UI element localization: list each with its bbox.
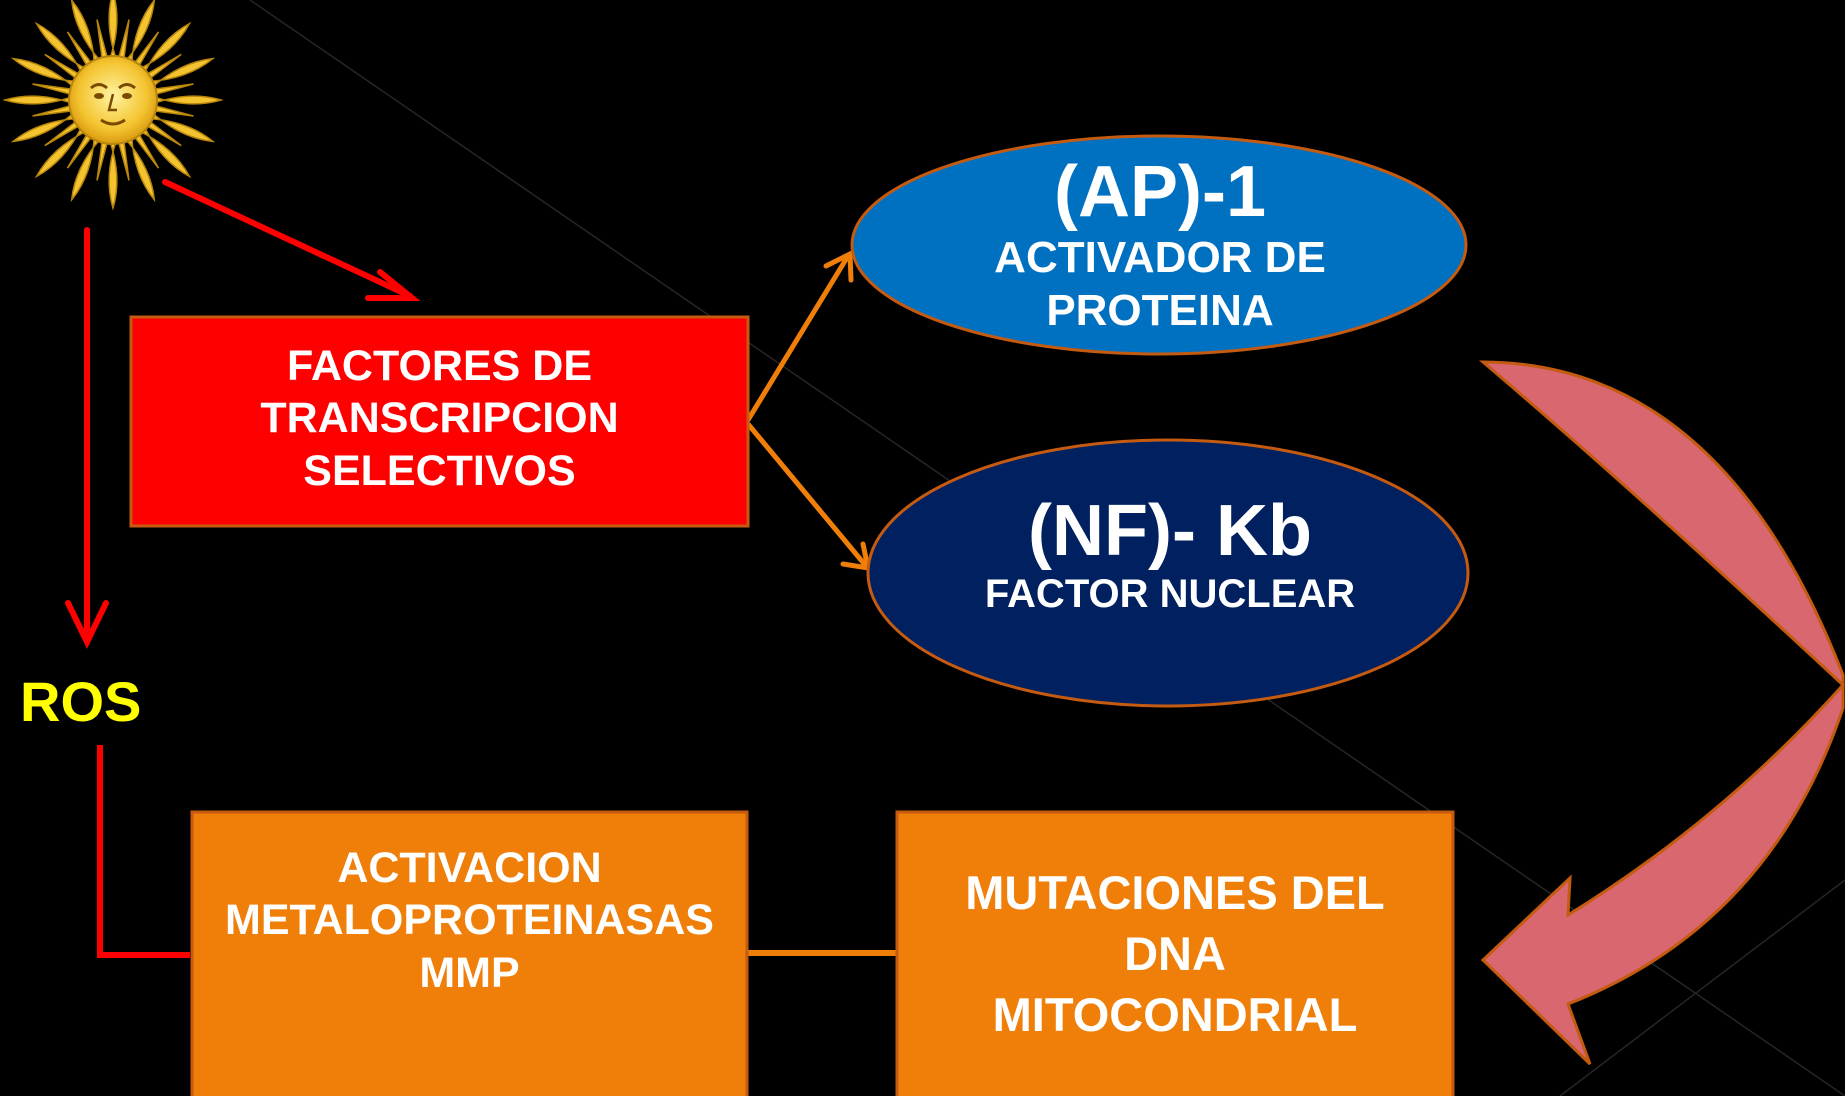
factores-to-ap1-arrow (745, 250, 854, 423)
activacion-line-2: METALOPROTEINASAS (225, 896, 714, 945)
sun-ray (10, 57, 79, 90)
sun-ray (108, 139, 118, 211)
sun-ray (108, 0, 118, 61)
factores-line-2: TRANSCRIPCION (260, 394, 619, 443)
sun-ray (2, 95, 74, 105)
ros-label: ROS (20, 670, 142, 733)
sun-ray (147, 110, 216, 143)
mutaciones-line-3: MITOCONDRIAL (992, 988, 1358, 1042)
nfkb-ellipse (866, 438, 1470, 708)
sun-ray (32, 83, 76, 96)
nfkb-title: (NF)- Kb (1028, 491, 1312, 571)
sun-ray (34, 21, 89, 76)
sun-ray (70, 0, 103, 66)
factores-to-nfkb-arrow (745, 421, 872, 572)
factores-line-1: FACTORES DE (286, 342, 593, 390)
activacion-line-3: MMP (419, 948, 520, 997)
nfkb-label: (NF)- Kb FACTOR NUCLEAR (900, 491, 1440, 618)
sun-ray (123, 0, 156, 66)
ap1-line-2: PROTEINA (1046, 286, 1274, 336)
sun-ray (117, 19, 130, 63)
sun-ray (150, 83, 194, 96)
sun-ray (137, 21, 192, 76)
sun-ray (117, 137, 130, 181)
sun-ray (123, 134, 156, 203)
mutaciones-box (895, 810, 1455, 1096)
activacion-box (190, 810, 749, 1096)
sun-ray (70, 134, 103, 203)
sun-ray (10, 110, 79, 143)
sun-icon (2, 0, 224, 211)
factores-box (129, 315, 750, 528)
sun-ray (34, 124, 89, 179)
sun-ray (96, 19, 109, 63)
nfkb-line-1: FACTOR NUCLEAR (984, 571, 1356, 616)
activacion-label: ACTIVACION METALOPROTEINASAS MMP (192, 842, 747, 999)
sun-to-ros-arrow (65, 227, 109, 649)
curved-feedback-arrow (1478, 360, 1845, 1066)
ap1-line-1: ACTIVADOR DE (994, 232, 1326, 282)
sun-ray (137, 124, 192, 179)
sun-ray (147, 57, 216, 90)
mutaciones-line-2: DNA (1124, 927, 1226, 981)
activacion-line-1: ACTIVACION (337, 844, 602, 892)
mutaciones-label: MUTACIONES DEL DNA MITOCONDRIAL (897, 862, 1453, 1045)
sun-ray (150, 104, 194, 117)
sun-ray (96, 137, 109, 181)
sun-ray (152, 95, 224, 105)
mutaciones-line-1: MUTACIONES DEL (965, 866, 1385, 919)
sun-ray (32, 104, 76, 117)
ap1-title: (AP)-1 (1054, 152, 1266, 232)
ros-to-activacion-connector (97, 745, 190, 958)
ap1-label: (AP)-1 ACTIVADOR DE PROTEINA (900, 152, 1420, 338)
factores-label: FACTORES DE TRANSCRIPCION SELECTIVOS (131, 340, 748, 497)
ap1-ellipse (850, 134, 1468, 356)
sun-to-factores-arrow (162, 179, 421, 301)
factores-line-3: SELECTIVOS (303, 446, 576, 495)
